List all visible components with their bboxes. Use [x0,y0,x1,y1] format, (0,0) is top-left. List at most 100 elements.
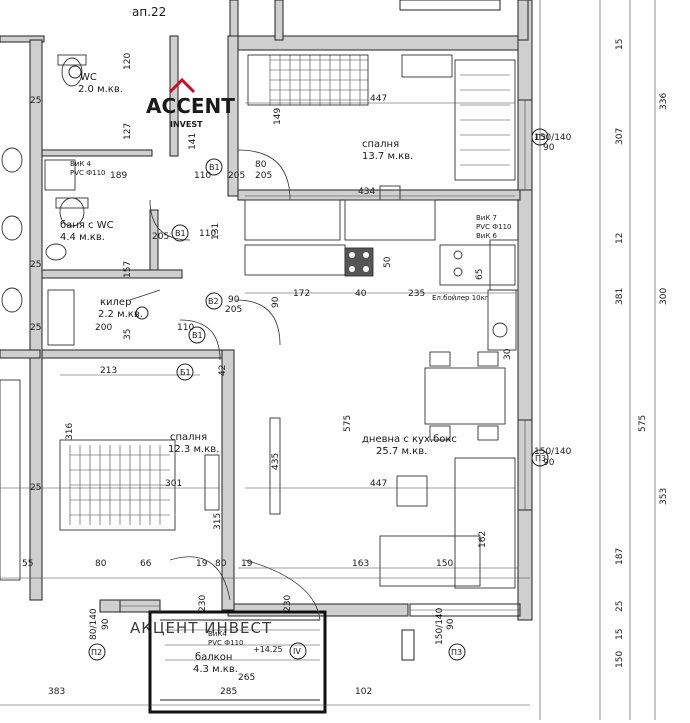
dim-v-353: 353 [659,488,669,505]
dim-v-30: 30 [503,348,513,360]
room-bedroom1-area: 13.7 м.кв. [362,151,413,162]
dim-v-315: 315 [213,513,223,530]
dim-v-50: 50 [383,256,393,268]
watermark: АКЦЕНТ ИНВЕСТ [130,619,272,637]
note-pvc-balcony: PVC Ф110 [208,639,244,647]
dim-v-120: 120 [123,53,133,70]
tag-v2: В2 [208,297,219,306]
dim-h-383: 383 [48,687,65,697]
dim-h-301: 301 [165,479,182,489]
note-pvc110b: PVC Ф110 [476,223,512,231]
tag-p2: П2 [91,648,102,657]
room-wc-name: WC [80,72,97,83]
dim-v-162: 162 [478,531,488,548]
logo: ACCENT INVEST [146,77,235,129]
dim-h-25a: 25 [30,483,41,493]
room-bedroom1-name: спалня [362,139,399,150]
dim-h-25d: 25 [30,323,41,333]
dim-v-65: 65 [475,269,485,280]
window-3-sill: 90 [101,618,111,630]
room-bath-name: баня с WC [60,220,114,231]
balcony-outline [148,610,415,714]
tag-b1: Б1 [180,368,191,377]
dim-h-205c: 205 [225,305,242,315]
dim-h-102: 102 [355,687,372,697]
tag-p3-a: П3 [535,133,546,142]
dim-v-316: 316 [65,423,75,440]
note-vik-balcony: ВиК4 [208,630,227,638]
dim-h-55a: 55 [22,559,33,569]
room-bedroom2-name: спалня [170,432,207,443]
dim-v-575b: 575 [638,415,648,432]
dim-v-42: 42 [218,365,228,376]
horizontal-dims: 55 25 80 66 19 80 19 163 150 447 447 434… [22,94,453,697]
dim-h-172: 172 [293,289,310,299]
dim-v-381: 381 [615,288,625,305]
dim-h-213: 213 [100,366,117,376]
window-4-size: 150/140 [435,607,445,645]
dim-v-25: 25 [615,601,625,612]
window-2-sill: 90 [543,458,555,468]
tag-v1-b: В1 [175,229,186,238]
dim-h-80c: 80 [255,160,267,170]
logo-brand: ACCENT [146,94,235,118]
vertical-dims: 307 336 15 12 381 300 575 575 353 187 25… [65,39,669,668]
room-closet-area: 2.2 м.кв. [98,309,143,320]
note-el-boiler: Ел.бойлер 10кг [432,294,489,302]
furniture [0,54,519,661]
note-level: +14.25 [253,645,283,654]
dim-v-90: 90 [271,296,281,308]
room-wc-area: 2.0 м.кв. [78,84,123,95]
dim-v-149: 149 [273,108,283,125]
note-vik4: ВиК 4 [70,160,92,168]
dim-v-15a: 15 [615,39,625,50]
dim-h-285: 285 [220,687,237,697]
dim-h-66: 66 [140,559,152,569]
dim-v-300: 300 [659,288,669,305]
dim-h-189: 189 [110,171,127,181]
windows [119,0,533,617]
dim-h-265: 265 [238,673,255,683]
dim-v-150: 150 [615,651,625,668]
dim-h-25c: 25 [30,260,41,270]
dim-v-435: 435 [271,453,281,470]
dim-v-35: 35 [123,329,133,340]
room-bath-area: 4.4 м.кв. [60,232,105,243]
apartment-label: ап.22 [132,5,166,19]
tag-p3-b: П3 [535,454,546,463]
dim-v-141: 141 [188,133,198,150]
dim-h-205d: 205 [228,171,245,181]
dim-h-200: 200 [95,323,112,333]
dim-v-336: 336 [659,93,669,110]
dim-v-12: 12 [615,233,625,244]
room-living-name: дневна с кух.бокс [362,434,457,445]
room-living-area: 25.7 м.кв. [376,446,427,457]
dim-h-235: 235 [408,289,425,299]
room-bedroom2-area: 12.3 м.кв. [168,444,219,455]
dim-h-447b: 447 [370,479,387,489]
dim-v-157: 157 [123,261,133,278]
window-2-size: 150/140 [534,447,572,457]
dim-h-25b: 25 [30,96,41,106]
dim-h-110c: 110 [199,229,216,239]
dim-v-230b: 230 [283,595,293,612]
dim-v-15b: 15 [615,629,625,640]
dim-h-19a: 19 [196,559,208,569]
note-vik7: ВиК 7 [476,214,497,222]
room-balcony-name: балкон [195,652,232,663]
note-pvc110a: PVC Ф110 [70,169,106,177]
dim-h-447a: 447 [370,94,387,104]
logo-sub: INVEST [170,120,203,129]
window-1-size: 150/140 [534,133,572,143]
dim-h-80b: 80 [215,559,227,569]
doors [129,149,321,621]
dim-h-163: 163 [352,559,369,569]
note-vik6: ВиК 6 [476,232,498,240]
dim-v-575a: 575 [343,415,353,432]
dim-h-80a: 80 [95,559,107,569]
dim-v-187: 187 [615,548,625,565]
dim-h-434: 434 [358,187,375,197]
room-closet-name: килер [100,297,131,308]
dimension-lines [0,0,656,720]
tag-iv: IV [293,647,301,656]
